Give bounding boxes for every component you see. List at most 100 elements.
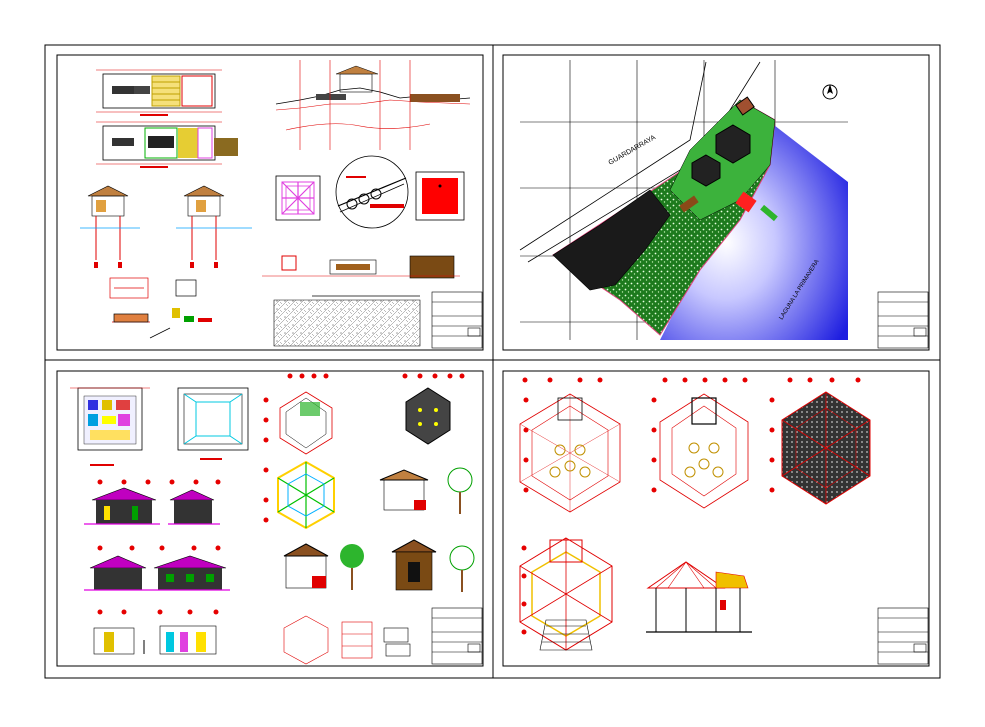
dimension-marker (417, 373, 423, 379)
dimension-marker (121, 609, 127, 615)
dimension-marker (682, 377, 688, 383)
sheet4-title-block (877, 607, 929, 665)
dark-parking (552, 189, 671, 291)
dimension-marker (191, 545, 197, 551)
dimension-marker (432, 373, 438, 379)
hex-plan-dark (405, 387, 451, 445)
dimension-marker (651, 457, 657, 463)
dimension-marker (97, 609, 103, 615)
dimension-marker (523, 457, 529, 463)
dimension-marker (521, 545, 527, 551)
dimension-marker (97, 545, 103, 551)
sheet4-border (502, 370, 930, 667)
dimension-marker (521, 601, 527, 607)
hex-elevation-2 (391, 539, 475, 592)
dimension-marker (651, 397, 657, 403)
sheet3-details (70, 387, 483, 665)
gravel-detail (273, 299, 421, 347)
dimension-marker (459, 373, 465, 379)
pier (760, 204, 778, 222)
sheet2-title-block (877, 291, 929, 349)
dimension-marker (651, 427, 657, 433)
dimension-marker (651, 487, 657, 493)
dimension-marker (769, 487, 775, 493)
dimension-marker (121, 479, 127, 485)
colored-floor-plan (70, 387, 150, 466)
dimension-marker (702, 377, 708, 383)
sheet2-border (502, 54, 930, 351)
plan-view-2 (96, 121, 238, 168)
dimension-marker (521, 629, 527, 635)
hex-section-with-tree (379, 467, 473, 514)
section-view-2 (176, 185, 252, 268)
dimension-marker (829, 377, 835, 383)
dimension-marker (145, 479, 151, 485)
hex-structure-plan-2 (659, 393, 749, 509)
dimension-marker (769, 427, 775, 433)
dimension-marker (299, 373, 305, 379)
dimension-marker (807, 377, 813, 383)
red-square-plan (415, 171, 465, 221)
lagoon-water (660, 122, 848, 340)
dimension-marker (213, 609, 219, 615)
square-hatch-plan (275, 175, 321, 221)
dimension-marker (263, 517, 269, 523)
corner-building (735, 96, 755, 116)
roof-plan (177, 387, 249, 460)
hex-tiled-roof-plan (781, 391, 871, 505)
dimension-marker (722, 377, 728, 383)
small-details-left (109, 277, 212, 339)
dimension-marker (787, 377, 793, 383)
dimension-marker (521, 573, 527, 579)
dimension-marker (323, 373, 329, 379)
sheet4-details (519, 391, 929, 665)
sheet2-site-plan: GUARDARRAYA LAGUNA LA PRIMAVERA (519, 60, 929, 349)
dimension-marker (523, 487, 529, 493)
dimension-marker (402, 373, 408, 379)
hex-framing-plan (519, 537, 613, 651)
dimension-marker (597, 377, 603, 383)
dimension-marker (263, 397, 269, 403)
sheet1-title-block (431, 291, 483, 349)
dimension-marker (523, 427, 529, 433)
sheet3-title-block (431, 607, 483, 665)
plan-view-1 (96, 69, 222, 116)
section-colored (93, 625, 217, 655)
red-shelter (735, 191, 757, 213)
dimension-marker (742, 377, 748, 383)
sheet3-border (56, 370, 484, 667)
hex-plan-colored (277, 460, 335, 530)
dimension-marker (522, 377, 528, 383)
dimension-marker (577, 377, 583, 383)
hex-elevation-1 (283, 543, 364, 590)
dimension-marker (547, 377, 553, 383)
dimension-marker (287, 373, 293, 379)
hut-2 (691, 154, 721, 187)
dimension-marker (447, 373, 453, 379)
building-section (646, 561, 752, 633)
dimension-marker (97, 479, 103, 485)
sheet1-details (80, 60, 483, 349)
dimension-marker (169, 479, 175, 485)
dimension-marker (263, 417, 269, 423)
north-arrow-icon (822, 84, 838, 100)
dimension-marker (263, 497, 269, 503)
hex-plan-1 (279, 391, 333, 455)
sheet1-border (56, 54, 484, 351)
dimension-marker (129, 545, 135, 551)
dimension-marker (523, 397, 529, 403)
elevation-d (150, 555, 230, 591)
dimension-marker (769, 457, 775, 463)
detail-row (262, 255, 460, 297)
dimension-marker (157, 609, 163, 615)
dimension-marker (855, 377, 861, 383)
dimension-marker (215, 545, 221, 551)
dimension-marker (311, 373, 317, 379)
road-label: GUARDARRAYA (608, 134, 658, 167)
dimension-marker (187, 609, 193, 615)
terrain-section (275, 60, 471, 150)
dimension-marker (159, 545, 165, 551)
elevation-c (84, 555, 150, 591)
hex-detail-bottom (283, 615, 411, 665)
